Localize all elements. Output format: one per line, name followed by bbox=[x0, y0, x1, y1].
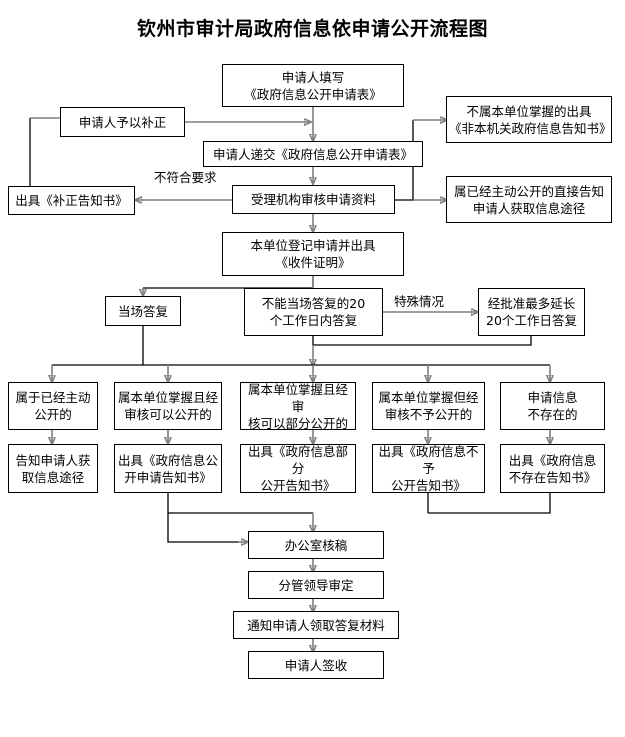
edge-label-special-case: 特殊情况 bbox=[394, 294, 445, 310]
node-case-partial-public[interactable]: 属本单位掌握且经审 核可以部分公开的 bbox=[240, 382, 356, 431]
node-review[interactable]: 受理机构审核申请资料 bbox=[232, 185, 395, 214]
node-output-inform-channel[interactable]: 告知申请人获 取信息途径 bbox=[8, 444, 98, 493]
node-case-not-exist[interactable]: 申请信息 不存在的 bbox=[500, 382, 605, 430]
node-already-public[interactable]: 属已经主动公开的直接告知 申请人获取信息途径 bbox=[446, 176, 612, 223]
node-output-partial-notice[interactable]: 出具《政府信息部分 公开告知书》 bbox=[240, 444, 356, 493]
node-office-check[interactable]: 办公室核稿 bbox=[248, 531, 384, 559]
node-reply-20days[interactable]: 不能当场答复的20 个工作日内答复 bbox=[244, 288, 383, 336]
node-not-held[interactable]: 不属本单位掌握的出具 《非本机关政府信息告知书》 bbox=[446, 96, 612, 143]
node-submit-form[interactable]: 申请人递交《政府信息公开申请表》 bbox=[203, 141, 423, 167]
node-output-notexist-notice[interactable]: 出具《政府信息 不存在告知书》 bbox=[500, 444, 605, 493]
node-output-public-notice[interactable]: 出具《政府信息公 开申请告知书》 bbox=[114, 444, 222, 493]
node-amend-notice[interactable]: 出具《补正告知书》 bbox=[8, 186, 135, 215]
node-applicant-sign[interactable]: 申请人签收 bbox=[248, 651, 384, 679]
node-extend-20days[interactable]: 经批准最多延长 20个工作日答复 bbox=[478, 288, 585, 336]
node-amend[interactable]: 申请人予以补正 bbox=[60, 107, 185, 137]
node-output-refuse-notice[interactable]: 出具《政府信息不予 公开告知书》 bbox=[372, 444, 485, 493]
node-notify-collect[interactable]: 通知申请人领取答复材料 bbox=[233, 611, 399, 639]
node-leader-approve[interactable]: 分管领导审定 bbox=[248, 571, 384, 599]
node-fill-form[interactable]: 申请人填写 《政府信息公开申请表》 bbox=[222, 64, 404, 107]
node-onsite-reply[interactable]: 当场答复 bbox=[105, 296, 181, 326]
node-register[interactable]: 本单位登记申请并出具 《收件证明》 bbox=[222, 232, 404, 276]
node-case-public-ok[interactable]: 属本单位掌握且经 审核可以公开的 bbox=[114, 382, 222, 430]
node-case-already-public[interactable]: 属于已经主动 公开的 bbox=[8, 382, 98, 430]
edge-label-not-qualified: 不符合要求 bbox=[154, 170, 217, 186]
node-case-not-public[interactable]: 属本单位掌握但经 审核不予公开的 bbox=[372, 382, 485, 430]
page-title: 钦州市审计局政府信息依申请公开流程图 bbox=[136, 18, 488, 40]
